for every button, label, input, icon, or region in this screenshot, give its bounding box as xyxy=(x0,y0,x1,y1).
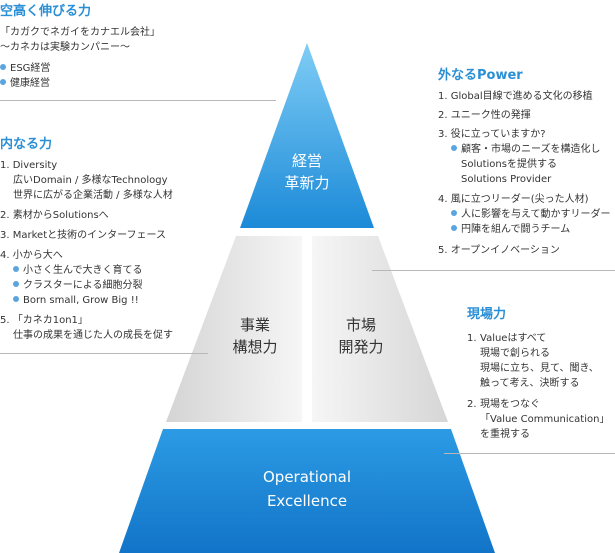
genba-item-2-line-1: 現場をつなぐ xyxy=(480,399,540,410)
outer-title: 外なるPower xyxy=(438,68,523,83)
pyramid-bottom-line2: Excellence xyxy=(266,492,348,510)
inner-item-3: 3. Marketと技術のインターフェース xyxy=(0,228,166,243)
pyramid-bottom-tier xyxy=(119,429,495,553)
pyramid-mid-right-line1: 市場 xyxy=(345,316,376,334)
outer-item-5-num: 5. xyxy=(438,245,448,256)
inner-item-4-bullet-2: クラスターによる細胞分裂 xyxy=(13,278,143,293)
outer-item-3-num: 3. xyxy=(438,129,448,140)
inner-item-4-num: 4. xyxy=(0,250,10,261)
genba-item-2-line-3: を重視する xyxy=(480,429,530,440)
outer-item-4-bullet-2: 円陣を組んで闘うチーム xyxy=(451,222,570,237)
outer-item-3-cont-1: Solutionsを提供する xyxy=(461,159,557,170)
outer-item-4-text: 風に立つリーダー(尖った人材) xyxy=(450,194,589,205)
divider-outer xyxy=(372,270,615,271)
inner-item-4-text: 小から大へ xyxy=(12,250,63,261)
pyramid-top-line2: 革新力 xyxy=(284,174,330,192)
pyramid-top-line1: 経営 xyxy=(291,152,322,170)
inner-item-4-bullet-1: 小さく生んで大きく育てる xyxy=(13,263,143,278)
inner-item-5: 5. 「カネカ1on1」 xyxy=(0,313,88,328)
inner-item-2-num: 2. xyxy=(0,210,10,221)
outer-item-3-cont-2: Solutions Provider xyxy=(461,174,552,185)
pyramid-middle-left-tier xyxy=(166,236,302,422)
divider-top-left xyxy=(0,100,276,101)
outer-item-1: 1. Global目線で進める文化の移植 xyxy=(438,89,593,104)
genba-item-2-num: 2. xyxy=(467,399,477,410)
top-left-title: 空高く伸びる力 xyxy=(0,4,92,19)
pyramid-mid-left-label: 事業 構想力 xyxy=(205,314,305,358)
outer-item-5-text: オープンイノベーション xyxy=(450,245,560,256)
inner-item-5-sub-1: 仕事の成果を通じた人の成長を促す xyxy=(13,330,173,341)
pyramid-bottom-label: Operational Excellence xyxy=(217,465,397,513)
pyramid-mid-left-line1: 事業 xyxy=(239,316,270,334)
top-left-line-1: 「カガクでネガイをカナエル会社」 xyxy=(0,27,160,38)
inner-item-3-num: 3. xyxy=(0,230,10,241)
outer-item-2-text: ユニーク性の発揮 xyxy=(450,110,531,121)
outer-item-3-text: 役に立っていますか? xyxy=(450,129,546,140)
pyramid-mid-right-label: 市場 開発力 xyxy=(311,314,411,358)
top-left-bullet-1: ESG経営 xyxy=(0,61,50,76)
inner-item-4: 4. 小から大へ xyxy=(0,248,63,263)
genba-item-1-line-2: 現場で創られる xyxy=(480,348,550,359)
inner-item-2: 2. 素材からSolutionsへ xyxy=(0,208,109,223)
pyramid-bottom-line1: Operational xyxy=(262,468,351,486)
genba-item-1-line-1: Valueはすべて xyxy=(480,333,547,344)
outer-item-5: 5. オープンイノベーション xyxy=(438,243,560,258)
inner-item-1-sub-1: 広いDomain / 多様なTechnology xyxy=(13,175,168,186)
pyramid-mid-right-line2: 開発力 xyxy=(338,338,384,356)
inner-item-1-num: 1. xyxy=(0,160,10,171)
genba-item-1-line-4: 触って考え、決断する xyxy=(480,378,580,389)
inner-item-1-sub-2: 世界に広がる企業活動 / 多様な人材 xyxy=(13,190,173,201)
inner-title: 内なる力 xyxy=(0,137,53,152)
outer-item-3: 3. 役に立っていますか? xyxy=(438,127,546,142)
outer-item-3-bullet-1: 顧客・市場のニーズを構造化し xyxy=(451,142,601,157)
genba-item-1-line-3: 現場に立ち、見て、聞き、 xyxy=(480,363,599,374)
genba-item-2-line-2: 「Value Communication」 xyxy=(480,414,610,425)
genba-item-1-num: 1. xyxy=(467,333,477,344)
outer-item-2: 2. ユニーク性の発揮 xyxy=(438,108,531,123)
inner-item-4-bullet-3: Born small, Grow Big !! xyxy=(13,293,139,308)
outer-item-2-num: 2. xyxy=(438,110,448,121)
genba-title: 現場力 xyxy=(467,307,507,322)
outer-item-1-num: 1. xyxy=(438,91,448,102)
pyramid-top-tier xyxy=(240,43,374,228)
top-left-line-2: 〜カネカは実験カンパニー〜 xyxy=(0,42,130,53)
pyramid-middle-right-tier xyxy=(312,236,448,422)
pyramid-top-label: 経営 革新力 xyxy=(257,150,357,194)
outer-item-4: 4. 風に立つリーダー(尖った人材) xyxy=(438,192,589,207)
divider-inner xyxy=(0,353,208,354)
divider-genba xyxy=(444,453,615,454)
outer-item-1-text: Global目線で進める文化の移植 xyxy=(450,91,593,102)
inner-item-2-text: 素材からSolutionsへ xyxy=(12,210,109,221)
inner-item-3-text: Marketと技術のインターフェース xyxy=(12,230,167,241)
top-left-bullet-2: 健康経営 xyxy=(0,76,50,91)
pyramid-mid-left-line2: 構想力 xyxy=(232,338,278,356)
outer-item-4-num: 4. xyxy=(438,194,448,205)
inner-item-1: 1. Diversity xyxy=(0,158,57,173)
outer-item-4-bullet-1: 人に影響を与えて動かすリーダー xyxy=(451,207,611,222)
inner-item-1-text: Diversity xyxy=(12,160,58,171)
inner-item-5-text: 「カネカ1on1」 xyxy=(12,315,88,326)
inner-item-5-num: 5. xyxy=(0,315,10,326)
